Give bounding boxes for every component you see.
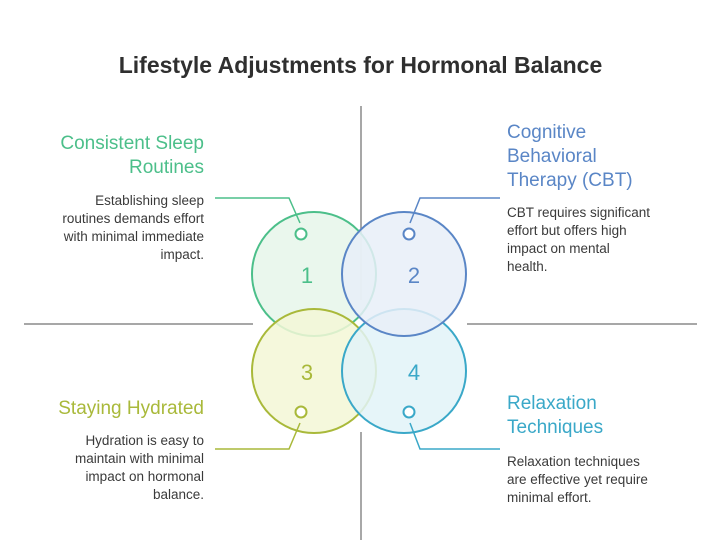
item-3-heading: Staying Hydrated xyxy=(58,397,204,421)
item-2-description-line: CBT requires significant xyxy=(507,205,651,220)
page-title: Lifestyle Adjustments for Hormonal Balan… xyxy=(118,52,603,78)
connector-2 xyxy=(409,197,500,224)
item-2-heading-line: Behavioral xyxy=(507,146,597,167)
item-4-description-line: are effective yet require xyxy=(507,472,648,487)
item-3-description: Hydration is easy to maintain with minim… xyxy=(75,432,204,504)
item-4-description-line: minimal effort. xyxy=(507,490,592,505)
connector-dot-2 xyxy=(402,227,416,241)
item-2-heading: Cognitive Behavioral Therapy (CBT) xyxy=(507,121,633,193)
circle-1-number: 1 xyxy=(301,263,313,288)
item-3-description-line: maintain with minimal xyxy=(74,451,204,466)
item-4-description: Relaxation techniques are effective yet … xyxy=(507,453,648,507)
item-2-description-line: effort but offers high xyxy=(507,223,627,238)
item-4-heading: Relaxation Techniques xyxy=(507,392,603,440)
item-4-heading-line: Relaxation xyxy=(507,393,597,414)
connector-dot-1 xyxy=(294,227,308,241)
item-2-description-line: impact on mental xyxy=(507,241,610,256)
item-1-description-line: Establishing sleep xyxy=(95,193,204,208)
item-1-heading-line: Routines xyxy=(129,157,204,178)
item-4-heading-line: Techniques xyxy=(507,417,604,438)
item-1-description-line: with minimal immediate xyxy=(63,229,204,244)
item-2-description-line: health. xyxy=(507,259,548,274)
item-1-heading-line: Consistent Sleep xyxy=(60,133,204,154)
circle-2 xyxy=(341,211,467,337)
item-1-description-line: routines demands effort xyxy=(62,211,204,226)
circle-3-number: 3 xyxy=(301,360,313,385)
item-3-description-line: impact on hormonal xyxy=(85,469,204,484)
connector-1 xyxy=(215,197,301,224)
circle-4-number: 4 xyxy=(408,360,420,385)
item-1-heading: Consistent Sleep Routines xyxy=(60,132,204,180)
item-2-heading-line: Cognitive xyxy=(507,122,587,143)
connector-dot-4 xyxy=(402,405,416,419)
item-1-description-line: impact. xyxy=(160,247,204,262)
circle-2-number: 2 xyxy=(408,263,420,288)
item-4-description-line: Relaxation techniques xyxy=(507,454,640,469)
item-1-description: Establishing sleep routines demands effo… xyxy=(62,192,204,264)
item-3-heading-line: Staying Hydrated xyxy=(58,398,204,419)
connector-dot-3 xyxy=(294,405,308,419)
item-2-heading-line: Therapy (CBT) xyxy=(507,170,633,191)
item-3-description-line: Hydration is easy to xyxy=(85,433,204,448)
connector-4 xyxy=(409,422,500,450)
connector-3 xyxy=(215,422,301,450)
item-3-description-line: balance. xyxy=(152,487,204,502)
item-2-description: CBT requires significant effort but offe… xyxy=(507,204,650,276)
